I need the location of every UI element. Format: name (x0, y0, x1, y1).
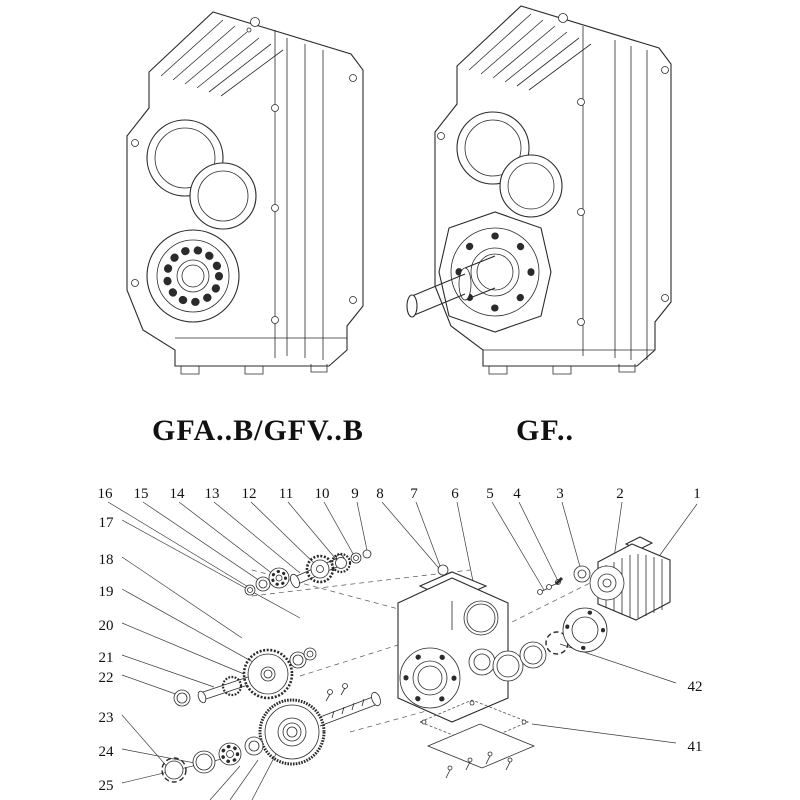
callout-15: 15 (134, 486, 149, 502)
end-washer-inner (353, 555, 359, 561)
callouts-top-row: 16 15 14 13 12 11 10 9 8 7 6 5 4 3 2 1 (98, 486, 701, 502)
callout-3: 3 (556, 486, 564, 502)
seal-ring-1 (492, 650, 524, 682)
gearbox-shaft-drawing (406, 5, 672, 375)
outer-race-ring-inner (195, 753, 213, 771)
housing-bolts (131, 74, 357, 324)
motor (589, 536, 671, 621)
callout-4: 4 (513, 486, 521, 502)
callout-7: 7 (410, 486, 418, 502)
output-shaft (406, 255, 496, 318)
callout-23: 23 (99, 710, 114, 726)
input-bore-2-inner (507, 162, 555, 210)
model-captions: GFA..B/GFV..B GF.. (0, 414, 800, 460)
callout-11: 11 (279, 486, 293, 502)
callout-10: 10 (315, 486, 330, 502)
gearbox-drawings (126, 5, 672, 375)
callout-13: 13 (205, 486, 220, 502)
input-bore-1-inner (464, 119, 522, 177)
model-name-gf: GF.. (516, 414, 574, 447)
callout-20: 20 (99, 618, 114, 634)
leader-lines (107, 501, 698, 800)
callout-5: 5 (486, 486, 494, 502)
mounting-feet (488, 364, 636, 375)
callout-22: 22 (99, 670, 114, 686)
motor-flange (589, 565, 625, 601)
mounting-feet (180, 364, 328, 375)
housing-bolts (437, 66, 669, 326)
side-ribs (175, 30, 347, 360)
callout-25: 25 (99, 778, 114, 794)
gearbox-foot-mounted-drawing (126, 11, 364, 375)
spacer-ring-2-inner (306, 650, 314, 658)
side-ribs (483, 26, 655, 360)
callout-41: 41 (688, 739, 703, 755)
output-gear (258, 698, 326, 766)
end-cover (562, 607, 608, 653)
circlip (161, 757, 187, 783)
small-bolts (325, 683, 348, 702)
callout-42: 42 (688, 679, 703, 695)
callout-16: 16 (98, 486, 114, 502)
callout-17: 17 (99, 515, 115, 531)
exploded-view-diagram: 16 15 14 13 12 11 10 9 8 7 6 5 4 3 2 1 1… (98, 486, 703, 800)
washer-ring-inner (258, 579, 268, 589)
callout-2: 2 (616, 486, 624, 502)
gear-housing (397, 571, 509, 723)
callout-14: 14 (170, 486, 186, 502)
gasket-ring (463, 600, 499, 636)
key-pin (554, 576, 564, 586)
callout-18: 18 (99, 552, 114, 568)
output-flange (438, 211, 552, 333)
callout-1: 1 (693, 486, 701, 502)
lock-nut (362, 549, 372, 559)
bottom-cover-plate (426, 723, 536, 779)
intermediate-shaft (197, 675, 249, 704)
coupling (573, 565, 591, 583)
callout-12: 12 (242, 486, 257, 502)
thrust-washer-inner (248, 740, 260, 752)
input-shaft-assembly (244, 549, 372, 596)
callout-8: 8 (376, 486, 384, 502)
intermediate-ring-inner (176, 692, 188, 704)
callouts-right-column: 42 41 (688, 679, 703, 755)
intermediate-assembly (173, 647, 317, 707)
motor-body (597, 543, 671, 621)
output-bearing (146, 229, 240, 323)
lifting-hole (250, 17, 260, 27)
input-bearing (268, 567, 290, 589)
output-assembly (161, 683, 381, 783)
cooling-fins (160, 19, 284, 97)
output-bearing (218, 742, 242, 766)
cooling-fins (468, 13, 592, 91)
callout-6: 6 (451, 486, 459, 502)
lifting-hole (558, 13, 568, 23)
circlip-inner (164, 760, 184, 780)
callouts-left-column: 17 18 19 20 21 22 23 24 25 (99, 515, 115, 794)
cover-screws (445, 751, 513, 779)
callout-24: 24 (99, 744, 115, 760)
callout-21: 21 (99, 650, 114, 666)
input-bore-2-inner (197, 170, 249, 222)
retaining-ring-small-inner (247, 587, 253, 593)
pinion-gear (330, 552, 352, 574)
input-gear (305, 554, 335, 584)
callout-19: 19 (99, 584, 114, 600)
seal-ring-2 (519, 641, 547, 669)
intermediate-gear (242, 648, 294, 700)
model-name-gfab: GFA..B/GFV..B (152, 414, 364, 447)
housing-flange-bore (399, 647, 461, 709)
callout-9: 9 (351, 486, 359, 502)
lifting-hole-small (246, 27, 252, 33)
spacer-ring-1-inner (292, 654, 304, 666)
housing-side-bore-inner (473, 653, 491, 671)
output-shaft (319, 691, 381, 727)
